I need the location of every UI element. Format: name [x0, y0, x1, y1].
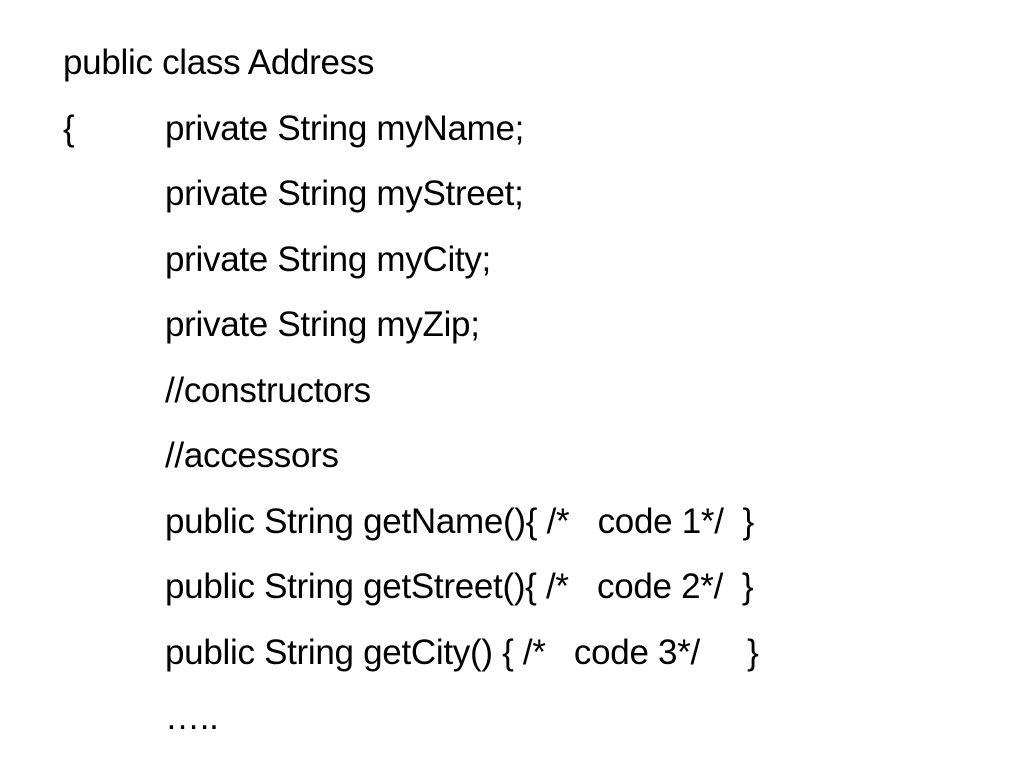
open-brace: { [63, 109, 75, 148]
field-my-name: private String myName; [165, 109, 525, 148]
field-my-city: private String myCity; [165, 240, 491, 279]
comment-constructors: //constructors [165, 371, 371, 410]
ellipsis: ….. [165, 698, 219, 737]
field-my-zip: private String myZip; [165, 305, 480, 344]
field-my-street: private String myStreet; [165, 174, 524, 213]
comment-accessors: //accessors [165, 436, 339, 475]
method-get-name: public String getName(){ /* code 1*/ } [165, 502, 754, 541]
class-declaration: public class Address [63, 43, 375, 82]
method-get-street: public String getStreet(){ /* code 2*/ } [165, 567, 754, 606]
method-get-city: public String getCity() { /* code 3*/ } [165, 633, 759, 672]
